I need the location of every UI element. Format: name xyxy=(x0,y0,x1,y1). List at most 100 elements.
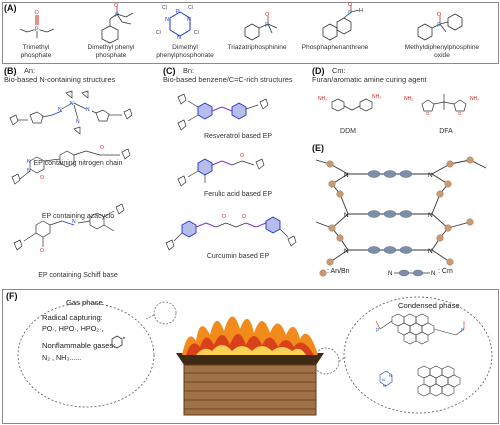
atom-o: O xyxy=(348,2,353,8)
trimethyl-phosphate-structure: P O xyxy=(19,10,55,38)
atom-cl: Cl xyxy=(156,30,161,36)
compound-label-3: Dimethyl phenylphosphonate xyxy=(156,44,214,59)
panel-c-heading: Bn: xyxy=(183,66,195,75)
panel-a-structures: P O P O P N N N Cl Cl Cl Cl P O xyxy=(19,2,463,44)
panel-b-letter: (B) xyxy=(4,66,17,76)
svg-text:N: N xyxy=(382,377,385,382)
nonflammable-gases-species: N₂ , NH₃...... xyxy=(42,353,82,362)
atom-p: P xyxy=(115,13,119,19)
panel-c-structures: O O O xyxy=(165,93,297,251)
network-node-n: N xyxy=(428,212,433,219)
atom-o: O xyxy=(114,3,119,9)
panel-e-legend: N N xyxy=(319,269,435,277)
svg-text:P: P xyxy=(376,328,380,334)
curcumin-ep-structure: O O xyxy=(165,214,297,251)
svg-text:O: O xyxy=(40,248,44,254)
panel-d-heading: Cm: xyxy=(332,66,346,75)
panel-e-network: N N N N N N xyxy=(315,156,487,266)
panel-b-caption-1: EP containing nitrogen chain xyxy=(33,160,123,167)
atom-o: O xyxy=(35,10,40,16)
panel-c-caption-2: Ferulic acid based EP xyxy=(203,191,273,198)
panel-c-caption-1: Resveratrol based EP xyxy=(203,133,273,140)
panel-c-letter: (C) xyxy=(163,66,176,76)
compound-label-2: Dimethyl phenyl phosphate xyxy=(87,44,135,59)
legend-n-left: N xyxy=(388,271,392,277)
panel-f-frame xyxy=(2,289,499,424)
atom-o: O xyxy=(265,12,270,18)
panel-f-illustration: P P N N N xyxy=(17,296,493,416)
panel-a-letter: (A) xyxy=(4,3,17,13)
amine-label: NH₂ xyxy=(318,96,327,102)
svg-text:N: N xyxy=(86,107,90,113)
panel-b-structures: N N N N N N O O N xyxy=(9,90,133,254)
svg-text:N: N xyxy=(58,107,62,113)
nitrogen-chain-ep-structure: N N N N xyxy=(9,90,133,135)
panel-c-caption-3: Curcumin based EP xyxy=(206,253,270,260)
atom-p: P xyxy=(35,27,39,33)
panel-d-letter: (D) xyxy=(312,66,325,76)
gas-phase-bubble xyxy=(17,302,155,408)
svg-text:O: O xyxy=(100,145,104,151)
legend-cm-swatch xyxy=(398,269,410,277)
atom-p: P xyxy=(437,23,441,29)
atom-n: N xyxy=(177,35,181,41)
compound-label-4: Triazatriphosphinine xyxy=(227,44,287,51)
svg-text:O: O xyxy=(242,214,246,220)
dfa-structure: O O NH₂ NH₂ xyxy=(404,94,479,116)
legend-an-bn-label: : An/Bn xyxy=(327,268,350,275)
network-node-n: N xyxy=(344,248,349,255)
atom-h: H xyxy=(359,8,363,14)
atom-cl: Cl xyxy=(194,30,199,36)
svg-text:N: N xyxy=(70,101,74,107)
flame-graphic xyxy=(182,316,318,355)
benzene-radical-icon xyxy=(111,335,125,349)
svg-text:O: O xyxy=(40,175,44,181)
svg-text:P: P xyxy=(461,328,465,334)
svg-text:N: N xyxy=(72,219,76,225)
atom-p: P xyxy=(176,9,180,15)
panel-d-subheading: Furan/aromatic amine curing agent xyxy=(312,75,427,84)
compound-label-5: Phosphaphenanthrene xyxy=(301,44,369,51)
atom-p: P xyxy=(348,11,352,17)
legend-n-right: N xyxy=(431,271,435,277)
panel-d-structures: NH₂ NH₂ O O NH₂ NH₂ xyxy=(318,94,479,116)
svg-text:O: O xyxy=(458,111,462,116)
char-layer-graphic xyxy=(375,313,465,397)
amine-label: NH₂ xyxy=(372,94,381,100)
network-node-n: N xyxy=(428,172,433,179)
atom-n: N xyxy=(187,17,191,23)
svg-text:O: O xyxy=(222,214,226,220)
ferulic-acid-ep-structure: O xyxy=(177,153,265,187)
amine-label: NH₂ xyxy=(470,96,479,102)
legend-an-bn-swatch xyxy=(319,269,327,277)
panel-f-letter: (F) xyxy=(6,291,18,301)
network-node-n: N xyxy=(344,212,349,219)
panel-c-subheading: Bio-based benzene/C=C-rich structures xyxy=(163,75,293,84)
triazatriphosphinine-structure: P O xyxy=(244,12,278,41)
panel-b-heading: An: xyxy=(24,66,36,75)
dimethyl-phenyl-phosphate-structure: P O xyxy=(101,3,134,44)
compound-label-1: Trimethyl phosphate xyxy=(20,44,52,59)
resveratrol-ep-structure xyxy=(177,93,269,131)
legend-cm-label: : Cm xyxy=(438,268,453,275)
atom-o: O xyxy=(437,12,442,18)
compound-label-6: Methyldiphenylphosphine oxide xyxy=(404,44,480,59)
panel-b-caption-3: EP containing Schiff base xyxy=(38,272,118,279)
panel-b-caption-2: EP containing azacyclo xyxy=(41,213,115,220)
atom-cl: Cl xyxy=(188,5,193,11)
ddm-structure: NH₂ NH₂ xyxy=(318,94,381,112)
radical-species: PO·, HPO·, HPO₂·, xyxy=(42,324,104,333)
panel-a-frame xyxy=(2,2,499,64)
svg-text:N: N xyxy=(76,119,80,125)
condensed-phase-title: Condensed phase xyxy=(398,301,460,310)
svg-text:O: O xyxy=(240,153,244,159)
panel-d-caption-dfa: DFA xyxy=(439,128,453,135)
panel-d-caption-ddm: DDM xyxy=(340,128,356,135)
svg-text:N: N xyxy=(27,159,31,165)
nonflammable-gases-label: Nonflammable gases: xyxy=(42,341,116,350)
network-node-n: N xyxy=(428,248,433,255)
atom-p: P xyxy=(265,23,269,29)
methyldiphenylphosphine-oxide-structure: P O xyxy=(417,12,463,41)
atom-n: N xyxy=(165,17,169,23)
svg-text:N: N xyxy=(383,383,386,388)
